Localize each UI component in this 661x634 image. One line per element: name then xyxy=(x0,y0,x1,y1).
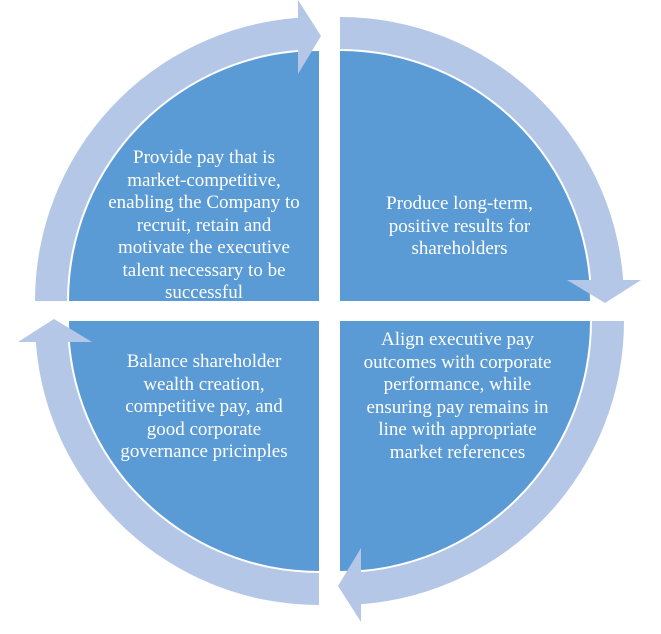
segment-label-top-left: Provide pay that is market-competitive, … xyxy=(108,147,300,303)
cycle-arrow-bottom-right xyxy=(338,321,624,622)
segment-top-left xyxy=(69,51,319,301)
cycle-arrow-bottom-left xyxy=(18,319,319,605)
segment-label-bottom-left: Balance shareholder wealth creation, com… xyxy=(120,351,288,462)
segment-label-bottom-right: Align executive pay outcomes with corpor… xyxy=(363,329,552,463)
cycle-arrow-top-left xyxy=(35,0,321,301)
segment-bottom-right xyxy=(340,321,590,571)
segment-label-top-right: Produce long-term, positive results for … xyxy=(386,193,533,259)
segment-top-right xyxy=(340,51,590,301)
segment-bottom-left xyxy=(69,321,319,571)
cycle-arrow-top-right xyxy=(340,17,641,303)
